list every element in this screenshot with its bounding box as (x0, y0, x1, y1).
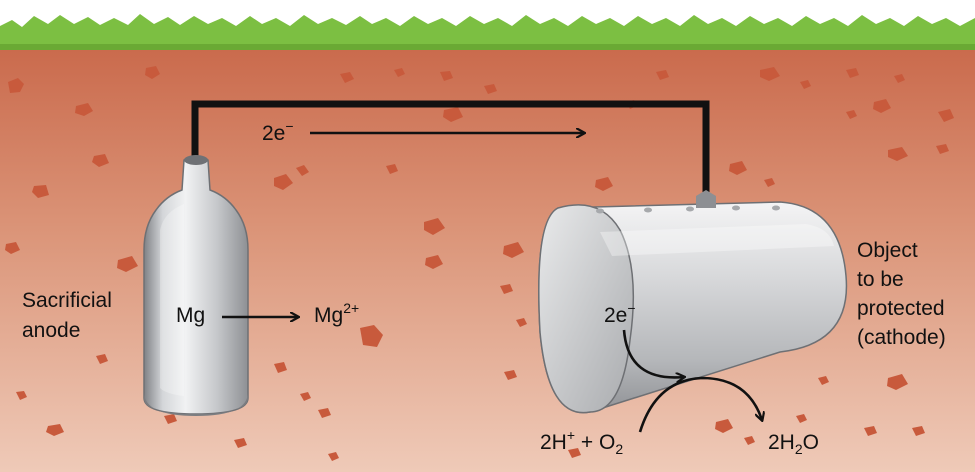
cathode-label-line4: (cathode) (857, 326, 946, 349)
electron-tank-charge: − (627, 300, 636, 316)
mg-symbol: Mg (176, 304, 206, 327)
protected-tank (538, 190, 848, 414)
reactant-hydrogen-charge: + (566, 427, 576, 443)
anode-label-line2: anode (22, 319, 81, 342)
reactant-oxygen: + O (575, 431, 616, 454)
electron-top-symbol: 2e (262, 122, 286, 145)
grass-shadow (0, 44, 975, 50)
connecting-wire (191, 100, 710, 196)
anode-label-line1: Sacrificial (22, 289, 112, 312)
electron-tank-symbol: 2e (604, 304, 628, 327)
reactants-label: 2H+ + O2 (540, 427, 624, 457)
cathode-label-line2: to be (857, 268, 904, 291)
electron-label-top: 2e− (262, 118, 294, 147)
sacrificial-anode-cylinder (143, 155, 249, 416)
mg-label: Mg (176, 303, 205, 329)
cathode-label-line3: protected (857, 297, 945, 320)
product-hydrogen: 2H (768, 431, 795, 454)
mg-ion-symbol: Mg (314, 304, 344, 327)
electron-label-tank: 2e− (604, 300, 636, 329)
electron-top-charge: − (285, 118, 294, 134)
reactant-oxygen-subscript: 2 (615, 441, 624, 457)
grass-strip (0, 14, 975, 48)
product-label: 2H2O (768, 430, 819, 456)
cathode-label: Object to be protected (cathode) (857, 236, 946, 352)
mg-ion-charge: 2+ (343, 300, 360, 316)
product-oxygen: O (802, 431, 819, 454)
cathode-label-line1: Object (857, 239, 918, 262)
sacrificial-anode-label: Sacrificial anode (22, 288, 112, 344)
reactant-hydrogen: 2H (540, 431, 567, 454)
mg-ion-label: Mg2+ (314, 300, 360, 329)
product-subscript: 2 (794, 441, 803, 457)
reaction-arc-arrow (638, 376, 762, 433)
electron-flow-arrow-tank (622, 329, 684, 377)
